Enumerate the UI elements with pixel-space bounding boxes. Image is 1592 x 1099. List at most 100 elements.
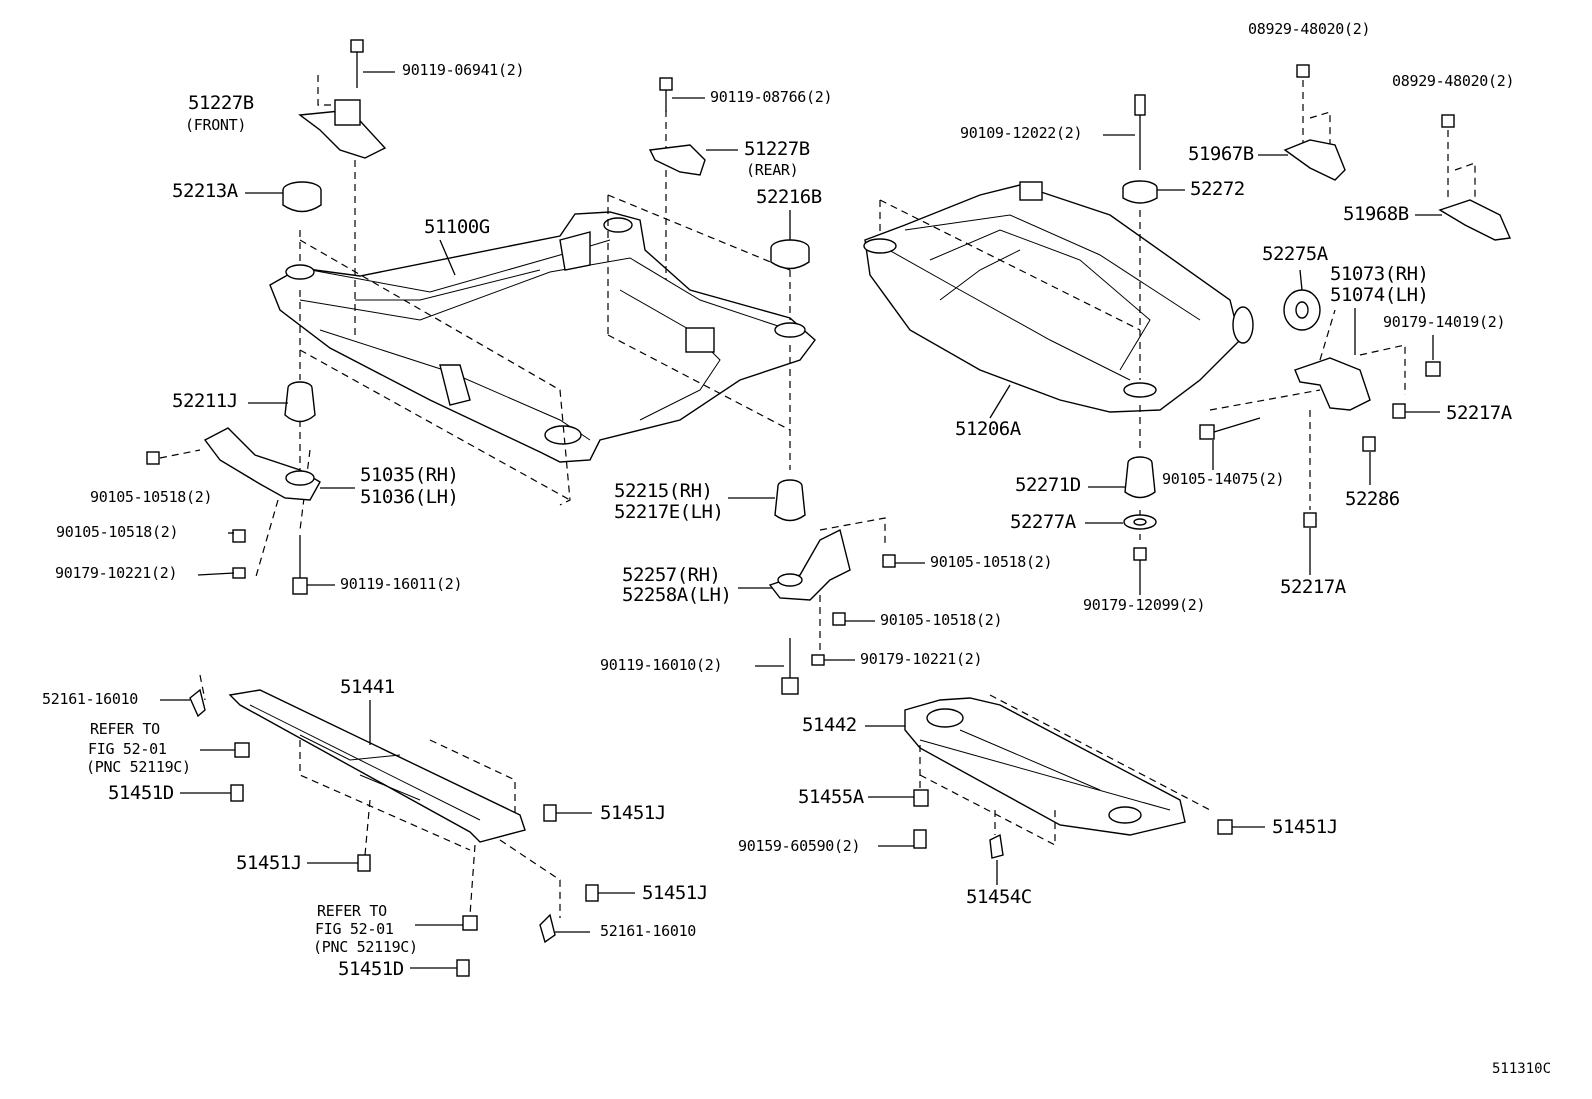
label-90179-10221-a: 90179-10221(2) [55, 564, 178, 582]
label-90119-16010: 90119-16010(2) [600, 656, 723, 674]
bolt-90119-06941 [350, 39, 364, 88]
nut-refer-a [234, 742, 250, 758]
bolt-90105-10518-a [146, 449, 201, 465]
label-51451d-b: 51451D [338, 958, 404, 980]
stopper-51035 [203, 427, 321, 501]
label-52257: 52257(RH) [622, 564, 721, 586]
nut-90179-12099 [1133, 547, 1147, 561]
bolt-08929-48020-a [1296, 64, 1310, 145]
label-51451j-c: 51451J [642, 882, 708, 904]
label-52161-16010-b: 52161-16010 [600, 922, 697, 940]
cushion-52272 [1122, 180, 1158, 204]
clip-52161-16010-a [189, 688, 206, 718]
label-90105-10518-b: 90105-10518(2) [56, 523, 179, 541]
label-51100g: 51100G [424, 216, 490, 238]
bracket-51967b [1283, 139, 1346, 181]
label-52217a-b: 52217A [1280, 576, 1346, 598]
label-52161-16010-a: 52161-16010 [42, 690, 139, 708]
label-51227b-rear: 51227B [744, 138, 810, 160]
under-cover-51442 [904, 697, 1186, 836]
cushion-52215 [774, 479, 806, 522]
label-51035: 51035(RH) [360, 464, 459, 486]
bolt-52217a-a [1392, 403, 1406, 419]
bolt-51451d-a [230, 784, 244, 802]
label-90105-10518-d: 90105-10518(2) [880, 611, 1003, 629]
rear-crossmember-51206a [863, 181, 1254, 413]
label-90159-60590: 90159-60590(2) [738, 837, 861, 855]
label-52275a: 52275A [1262, 243, 1328, 265]
label-52213a: 52213A [172, 180, 238, 202]
label-refer-a-2: FIG 52-01 [88, 740, 167, 758]
washer-52277a [1123, 514, 1157, 530]
bracket-51227b-rear [648, 144, 706, 176]
under-cover-51441 [228, 689, 526, 843]
clip-52161-16010-b [539, 913, 556, 944]
label-52277a: 52277A [1010, 511, 1076, 533]
label-90179-12099: 90179-12099(2) [1083, 596, 1206, 614]
label-90179-10221-b: 90179-10221(2) [860, 650, 983, 668]
bolt-90109-12022 [1134, 94, 1146, 170]
bolt-90105-10518-d [832, 612, 846, 626]
cushion-52211j [284, 381, 316, 423]
label-51073: 51073(RH) [1330, 263, 1429, 285]
label-51074: 51074(LH) [1330, 284, 1429, 306]
label-refer-a-1: REFER TO [90, 720, 160, 738]
label-90179-14019: 90179-14019(2) [1383, 313, 1506, 331]
label-51451d-a: 51451D [108, 782, 174, 804]
bolt-52286 [1362, 436, 1376, 452]
stopper-52257 [768, 528, 851, 601]
bolt-90119-08766 [659, 77, 673, 112]
label-90105-10518-a: 90105-10518(2) [90, 488, 213, 506]
nut-90179-10221-b [811, 654, 825, 666]
label-52217e: 52217E(LH) [614, 501, 724, 523]
label-52271d: 52271D [1015, 474, 1081, 496]
label-51442: 51442 [802, 714, 857, 736]
bolt-52217a-b [1303, 512, 1317, 528]
nut-90179-14019 [1425, 361, 1441, 377]
leader-lines [160, 71, 1442, 969]
bolt-51451j-b [357, 854, 371, 872]
diagram-id: 511310C [1492, 1061, 1552, 1077]
label-52215: 52215(RH) [614, 480, 713, 502]
label-refer-b-1: REFER TO [317, 902, 387, 920]
bolt-51451j-d [1217, 819, 1233, 835]
label-refer-a-3: (PNC 52119C) [86, 758, 191, 776]
label-refer-b-3: (PNC 52119C) [313, 938, 418, 956]
label-51441: 51441 [340, 676, 395, 698]
label-51227b-front: 51227B [188, 92, 254, 114]
bolt-51451j-a [543, 804, 557, 822]
label-refer-b-2: FIG 52-01 [315, 920, 394, 938]
label-52211j: 52211J [172, 390, 238, 412]
bolt-08929-48020-b [1441, 114, 1455, 200]
label-90105-14075: 90105-14075(2) [1162, 470, 1285, 488]
label-51036: 51036(LH) [360, 486, 459, 508]
label-front: (FRONT) [185, 116, 247, 134]
bolt-90105-14075 [1199, 417, 1261, 440]
label-52216b: 52216B [756, 186, 822, 208]
nut-90179-10221-a [232, 567, 246, 579]
bracket-51968b [1438, 199, 1512, 241]
cushion-52271d [1124, 456, 1156, 499]
label-51967b: 51967B [1188, 143, 1254, 165]
label-51451j-b: 51451J [236, 852, 302, 874]
bracket-51227b-front [298, 99, 387, 159]
label-rear: (REAR) [746, 161, 799, 179]
label-51451j-a: 51451J [600, 802, 666, 824]
label-52272: 52272 [1190, 178, 1245, 200]
cushion-52216b [770, 239, 810, 270]
bolt-90105-10518-b [232, 529, 246, 543]
label-08929-48020-b: 08929-48020(2) [1392, 72, 1515, 90]
bolt-90105-10518-c [882, 554, 896, 568]
front-crossmember-51100g [269, 211, 816, 463]
stopper-51073 [1294, 357, 1371, 411]
label-90105-10518-c: 90105-10518(2) [930, 553, 1053, 571]
label-90119-06941: 90119-06941(2) [402, 61, 525, 79]
label-51455a: 51455A [798, 786, 864, 808]
label-51451j-d: 51451J [1272, 816, 1338, 838]
label-52258a: 52258A(LH) [622, 584, 732, 606]
bushing-52275a [1283, 289, 1321, 331]
label-51206a: 51206A [955, 418, 1021, 440]
label-52286: 52286 [1345, 488, 1400, 510]
label-90119-16011: 90119-16011(2) [340, 575, 463, 593]
